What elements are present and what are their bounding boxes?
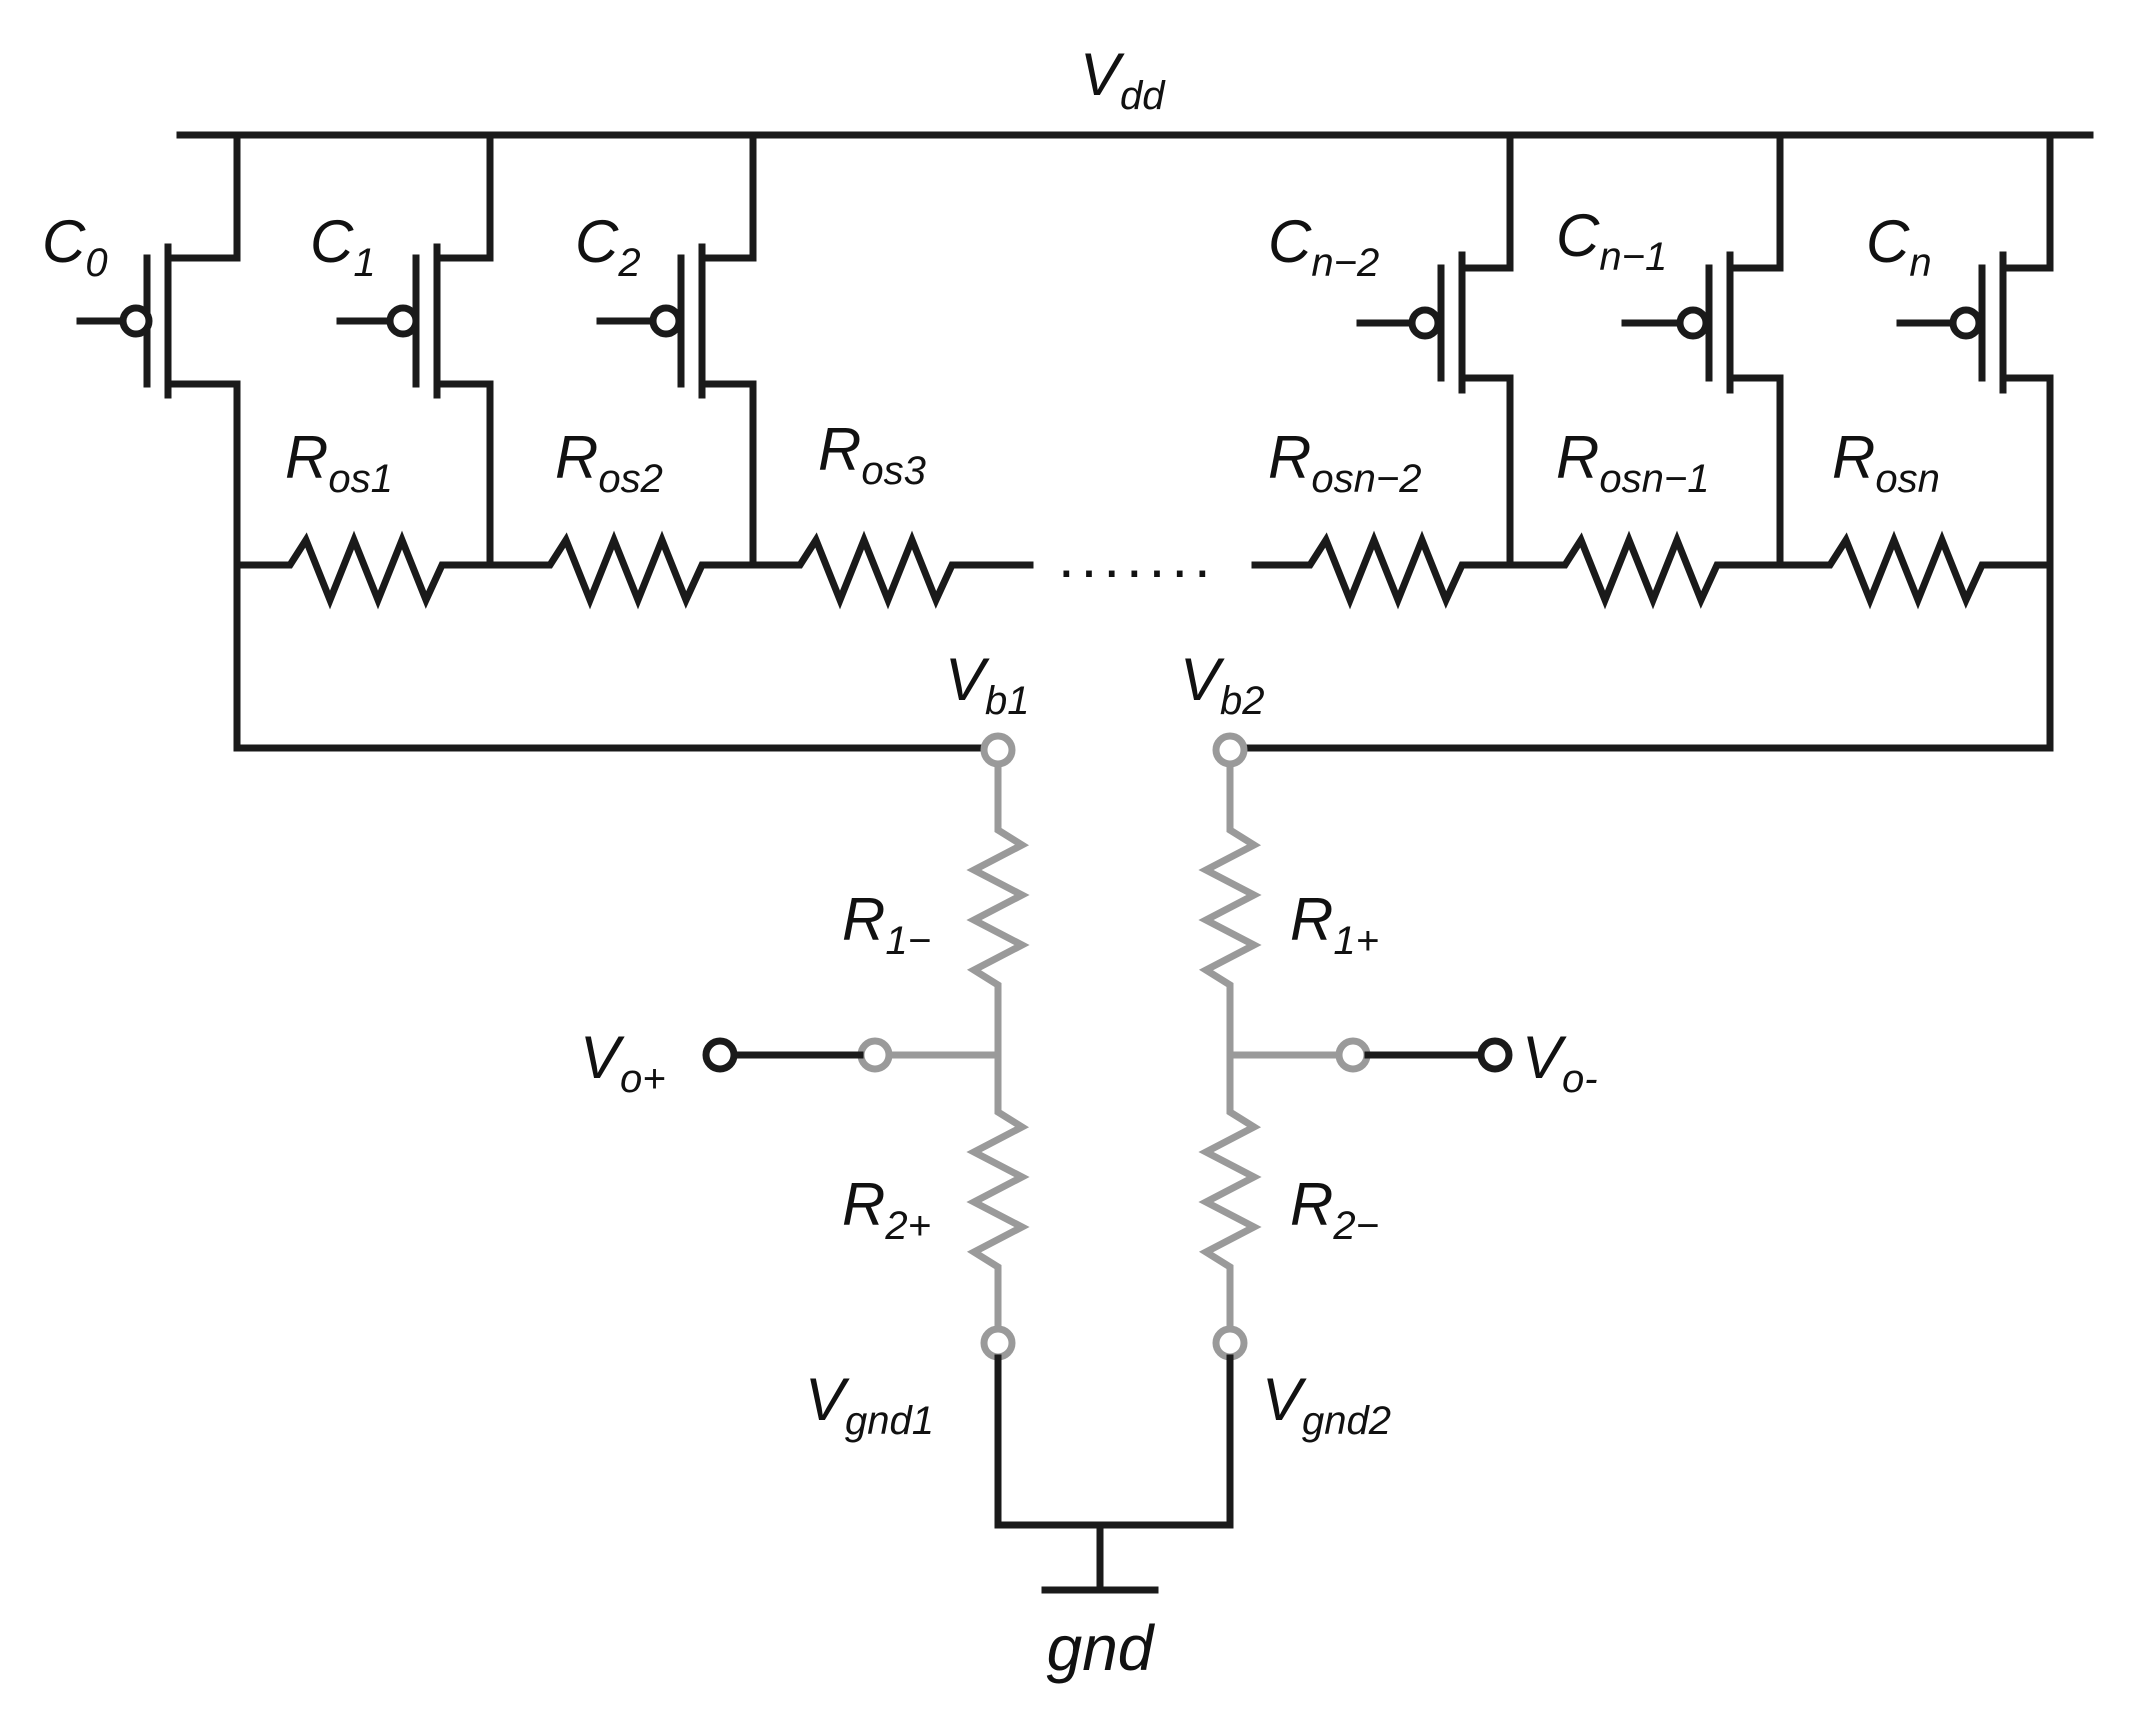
ros2-label: Ros2 <box>555 424 663 501</box>
rosn2-label: Rosn−2 <box>1268 424 1421 501</box>
r2-plus-label: R2+ <box>842 1171 931 1248</box>
r1-minus-label: R1− <box>842 886 931 963</box>
vb2-label: Vb2 <box>1180 646 1265 723</box>
resistor-r2-minus <box>1198 1051 1262 1332</box>
vop-label: Vo+ <box>580 1024 666 1101</box>
vdd-label: Vdd <box>1080 41 1166 118</box>
resistor-ros3 <box>749 530 1034 610</box>
resistor-ros1 <box>233 530 494 610</box>
pmos-cn2 <box>1356 131 1514 569</box>
pmos-c1 <box>336 131 494 569</box>
resistor-rosn2 <box>1251 530 1514 610</box>
r1-plus-label: R1+ <box>1290 886 1379 963</box>
resistor-r1-plus <box>1198 761 1262 1059</box>
ros1-label: Ros1 <box>285 424 393 501</box>
resistor-rosn1 <box>1506 530 1784 610</box>
cn2-label: Cn−2 <box>1268 208 1379 285</box>
vb2-wire <box>1241 561 2054 752</box>
pmos-c2 <box>596 131 757 569</box>
vb2-terminal <box>1212 732 1248 768</box>
gate-bubble-cn1 <box>1676 306 1710 340</box>
c0-label: C0 <box>42 208 108 285</box>
rosn-label: Rosn <box>1832 424 1940 501</box>
pmos-cn <box>1896 131 2054 569</box>
gate-bubble-c0 <box>119 304 153 338</box>
vb1-label: Vb1 <box>945 646 1030 723</box>
resistor-r2-plus <box>966 1051 1030 1332</box>
vom-terminal <box>1477 1037 1513 1073</box>
resistor-ros2 <box>486 530 757 610</box>
resistor-rosn <box>1776 530 2054 610</box>
c2-label: C2 <box>575 208 641 285</box>
pmos-cn1 <box>1621 131 1784 569</box>
gate-bubble-cn2 <box>1408 306 1442 340</box>
vgnd1-terminal <box>980 1325 1016 1361</box>
gate-bubble-c2 <box>649 304 683 338</box>
vom-inner-terminal <box>1335 1037 1371 1073</box>
resistor-r1-minus <box>966 761 1030 1059</box>
gate-bubble-cn <box>1949 306 1983 340</box>
c1-label: C1 <box>310 208 376 285</box>
gnd-label: gnd <box>1047 1612 1156 1684</box>
ros3-label: Ros3 <box>818 416 926 493</box>
vgnd2-label: Vgnd2 <box>1262 1366 1391 1443</box>
r2-minus-label: R2− <box>1290 1171 1379 1248</box>
gate-bubble-c1 <box>386 304 420 338</box>
pmos-c0 <box>76 131 241 574</box>
resistor-string: ....... <box>233 523 2054 610</box>
rosn1-label: Rosn−1 <box>1556 424 1709 501</box>
vgnd1-label: Vgnd1 <box>805 1366 934 1443</box>
vb1-wire <box>233 561 987 752</box>
vop-terminal <box>702 1037 738 1073</box>
cn-label: Cn <box>1866 208 1932 285</box>
vb1-terminal <box>980 732 1016 768</box>
vop-inner-terminal <box>857 1037 893 1073</box>
bridge-network <box>857 732 1371 1361</box>
ground-wire <box>994 1354 1234 1529</box>
vgnd2-terminal <box>1212 1325 1248 1361</box>
ellipsis-dots: ....... <box>1058 523 1217 590</box>
vom-label: Vo- <box>1522 1024 1598 1101</box>
cn1-label: Cn−1 <box>1556 202 1667 279</box>
